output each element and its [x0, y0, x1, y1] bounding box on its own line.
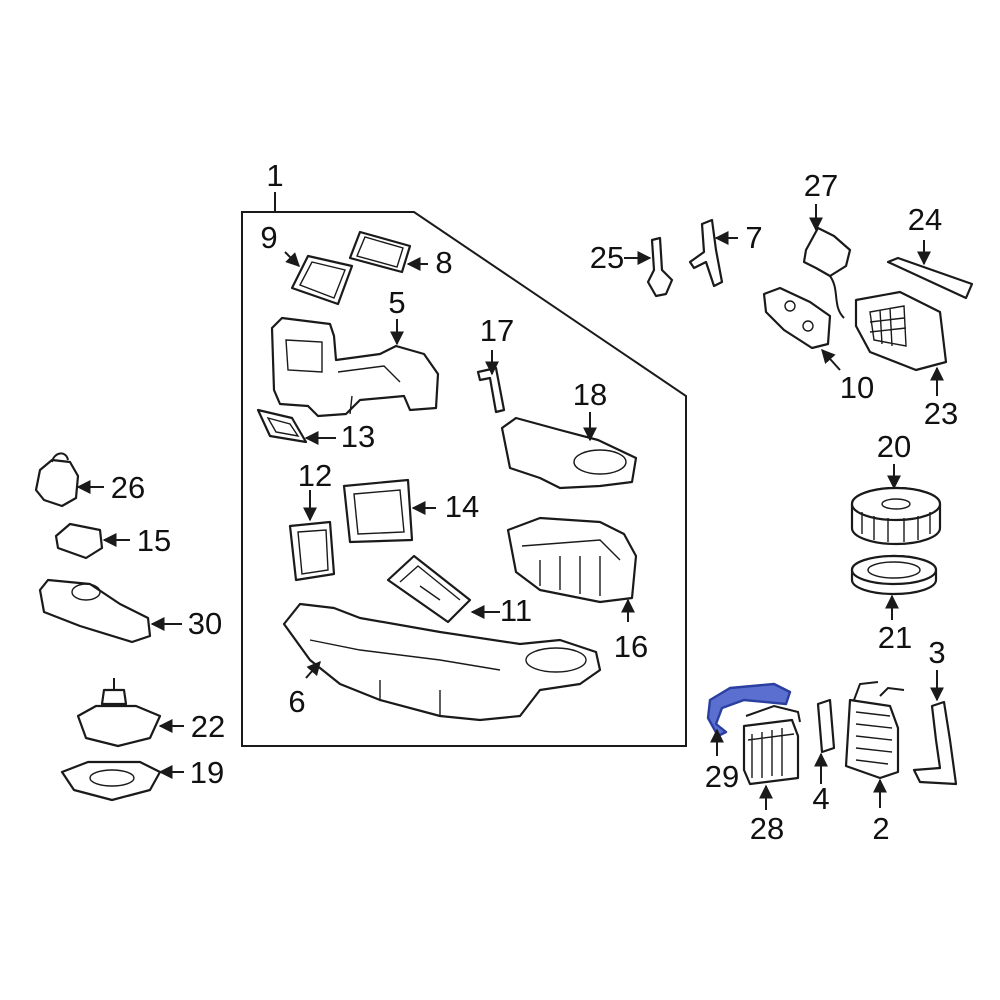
callout-27: 27 — [804, 168, 838, 203]
callout-23: 23 — [924, 396, 958, 431]
callout-3: 3 — [928, 635, 945, 670]
callout-11: 11 — [500, 593, 532, 628]
part-30-housing[interactable] — [38, 578, 152, 644]
callout-15: 15 — [137, 523, 171, 558]
callout-30: 30 — [188, 606, 222, 641]
part-11-actuator[interactable] — [386, 554, 472, 624]
part-21-ring[interactable] — [850, 554, 938, 596]
part-12-door[interactable] — [288, 520, 336, 582]
callout-22: 22 — [191, 709, 225, 744]
callout-24: 24 — [908, 202, 942, 237]
callout-7: 7 — [745, 220, 762, 255]
part-5-upper-housing[interactable] — [270, 316, 440, 418]
part-24-strip[interactable] — [886, 256, 974, 300]
callout-19: 19 — [190, 755, 224, 790]
part-26-valve[interactable] — [34, 452, 80, 508]
part-3-hose[interactable] — [912, 700, 958, 786]
callout-10: 10 — [840, 370, 874, 405]
callout-4: 4 — [812, 781, 829, 816]
part-15-module[interactable] — [54, 522, 104, 560]
callout-14: 14 — [445, 489, 479, 524]
callout-1: 1 — [266, 158, 283, 193]
part-13-gasket[interactable] — [256, 408, 308, 444]
callout-8: 8 — [435, 245, 452, 280]
part-22-motor[interactable] — [76, 678, 162, 748]
part-6-base-tray[interactable] — [282, 602, 602, 722]
callout-16: 16 — [614, 629, 648, 664]
part-8-seal[interactable] — [348, 230, 412, 274]
part-7-bracket[interactable] — [688, 218, 724, 288]
callout-20: 20 — [877, 429, 911, 464]
callout-9: 9 — [260, 220, 277, 255]
callout-29: 29 — [705, 759, 739, 794]
callout-5: 5 — [388, 285, 405, 320]
part-18-duct[interactable] — [500, 416, 638, 490]
callout-13: 13 — [341, 419, 375, 454]
part-14-panel[interactable] — [342, 478, 414, 544]
leaders — [76, 204, 944, 810]
part-27-actuator[interactable] — [802, 226, 852, 319]
part-28-heater-core[interactable] — [742, 704, 801, 786]
part-16-lower-case[interactable] — [506, 516, 638, 604]
part-2-evaporator[interactable] — [844, 681, 905, 780]
part-10-plate[interactable] — [762, 286, 832, 350]
callout-28: 28 — [750, 811, 784, 846]
callout-25: 25 — [590, 240, 624, 275]
part-4-seal[interactable] — [816, 698, 836, 754]
part-17-seal-strip[interactable] — [476, 366, 506, 414]
part-20-blower-wheel[interactable] — [850, 486, 942, 546]
part-9-filter-frame[interactable] — [290, 254, 354, 306]
callout-18: 18 — [573, 377, 607, 412]
part-23-filter-housing[interactable] — [854, 290, 948, 372]
callout-6: 6 — [288, 684, 305, 719]
callout-12: 12 — [298, 458, 332, 493]
assembly-outline — [241, 211, 687, 747]
part-25-sensor[interactable] — [646, 236, 674, 298]
callout-17: 17 — [480, 313, 514, 348]
callout-2: 2 — [872, 811, 889, 846]
callout-26: 26 — [111, 470, 145, 505]
callout-21: 21 — [878, 620, 912, 655]
part-19-mount-plate[interactable] — [60, 760, 162, 802]
